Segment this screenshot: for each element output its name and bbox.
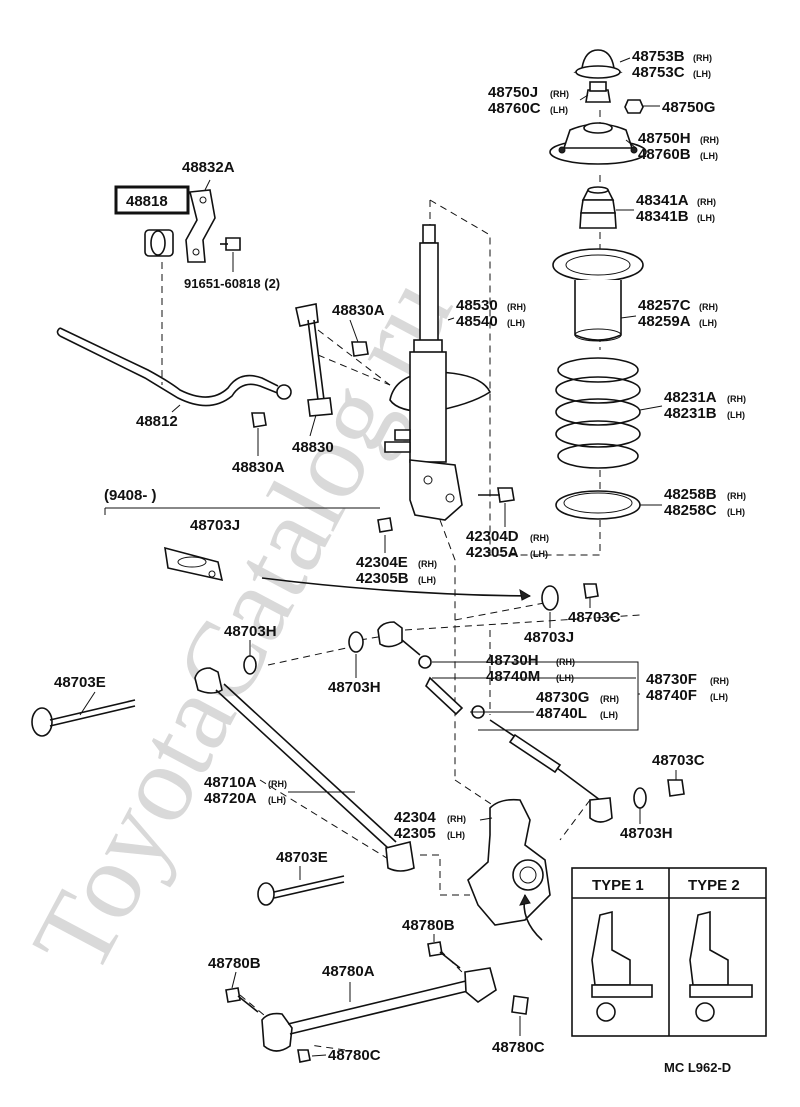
stabilizer-bar xyxy=(56,189,369,428)
suffix-48760b: (LH) xyxy=(700,151,718,161)
label-48703j-top[interactable]: 48703J xyxy=(190,517,240,534)
label-48830a-bottom[interactable]: 48830A xyxy=(232,459,285,476)
adjusting-plate xyxy=(104,507,532,601)
part-labels: 48753B (RH) 48753C (LH) 48750J (RH) 4876… xyxy=(54,48,746,1075)
label-48812[interactable]: 48812 xyxy=(136,413,178,430)
label-42305[interactable]: 42305 xyxy=(394,825,436,842)
label-48703h-mid[interactable]: 48703H xyxy=(328,679,381,696)
label-42305b[interactable]: 42305B xyxy=(356,570,409,587)
suffix-42304e: (RH) xyxy=(418,559,437,569)
suffix-48730g: (RH) xyxy=(600,694,619,704)
suffix-48341a: (RH) xyxy=(697,197,716,207)
washers xyxy=(243,583,685,809)
label-48259a[interactable]: 48259A xyxy=(638,313,691,330)
label-48750h[interactable]: 48750H xyxy=(638,130,691,147)
label-48780c-right[interactable]: 48780C xyxy=(492,1039,545,1056)
suffix-42304: (RH) xyxy=(447,814,466,824)
label-42304d[interactable]: 42304D xyxy=(466,528,519,545)
label-48341b[interactable]: 48341B xyxy=(636,208,689,225)
label-48703c-top[interactable]: 48703C xyxy=(568,609,621,626)
label-48832a[interactable]: 48832A xyxy=(182,159,235,176)
label-48257c[interactable]: 48257C xyxy=(638,297,691,314)
strut-bolts xyxy=(377,487,515,533)
label-48780b-left[interactable]: 48780B xyxy=(208,955,261,972)
label-48703e-top[interactable]: 48703E xyxy=(54,674,106,691)
label-48530[interactable]: 48530 xyxy=(456,297,498,314)
suffix-48753b: (RH) xyxy=(693,53,712,63)
label-48753c[interactable]: 48753C xyxy=(632,64,685,81)
label-42304[interactable]: 42304 xyxy=(394,809,436,826)
type2-label: TYPE 2 xyxy=(688,877,740,894)
trailing-arm xyxy=(225,941,529,1063)
label-48740m[interactable]: 48740M xyxy=(486,668,540,685)
label-48740f[interactable]: 48740F xyxy=(646,687,697,704)
suffix-48258c: (LH) xyxy=(727,507,745,517)
suffix-42305: (LH) xyxy=(447,830,465,840)
highlighted-part-label[interactable]: 48818 xyxy=(126,193,168,210)
type1-label: TYPE 1 xyxy=(592,877,644,894)
suffix-48740l: (LH) xyxy=(600,710,618,720)
label-48540[interactable]: 48540 xyxy=(456,313,498,330)
shock-absorber xyxy=(384,224,492,521)
label-48703e-bottom[interactable]: 48703E xyxy=(276,849,328,866)
type-inset: TYPE 1 TYPE 2 xyxy=(571,867,767,1037)
suffix-48750h: (RH) xyxy=(700,135,719,145)
label-48830a-top[interactable]: 48830A xyxy=(332,302,385,319)
label-48258c[interactable]: 48258C xyxy=(664,502,717,519)
suffix-42304d: (RH) xyxy=(530,533,549,543)
label-48703h-right[interactable]: 48703H xyxy=(620,825,673,842)
label-48231b[interactable]: 48231B xyxy=(664,405,717,422)
suffix-48530: (RH) xyxy=(507,302,526,312)
suffix-48710a: (RH) xyxy=(268,779,287,789)
label-48760c[interactable]: 48760C xyxy=(488,100,541,117)
suffix-48231b: (LH) xyxy=(727,410,745,420)
label-48750j[interactable]: 48750J xyxy=(488,84,538,101)
suffix-48341b: (LH) xyxy=(697,213,715,223)
suffix-48750j: (RH) xyxy=(550,89,569,99)
label-48780a[interactable]: 48780A xyxy=(322,963,375,980)
label-48720a[interactable]: 48720A xyxy=(204,790,257,807)
label-48780c-bottom[interactable]: 48780C xyxy=(328,1047,381,1064)
label-48258b[interactable]: 48258B xyxy=(664,486,717,503)
label-48753b[interactable]: 48753B xyxy=(632,48,685,65)
steering-knuckle xyxy=(467,798,551,941)
label-leaders xyxy=(79,57,677,1057)
label-42304e[interactable]: 42304E xyxy=(356,554,408,571)
label-48760b[interactable]: 48760B xyxy=(638,146,691,163)
label-48703c-mid[interactable]: 48703C xyxy=(652,752,705,769)
coil-spring xyxy=(555,357,641,469)
label-48730f[interactable]: 48730F xyxy=(646,671,697,688)
upper-support-stack xyxy=(549,49,647,520)
label-48703h-left[interactable]: 48703H xyxy=(224,623,277,640)
highlight-box xyxy=(114,185,190,215)
label-48780b-mid[interactable]: 48780B xyxy=(402,917,455,934)
suffix-48740f: (LH) xyxy=(710,692,728,702)
label-91651[interactable]: 91651-60818 (2) xyxy=(184,276,280,291)
suffix-48720a: (LH) xyxy=(268,795,286,805)
label-48750g[interactable]: 48750G xyxy=(662,99,715,116)
label-48730h[interactable]: 48730H xyxy=(486,652,539,669)
label-48341a[interactable]: 48341A xyxy=(636,192,689,209)
suffix-48760c: (LH) xyxy=(550,105,568,115)
label-48231a[interactable]: 48231A xyxy=(664,389,717,406)
label-48703j-bottom[interactable]: 48703J xyxy=(524,629,574,646)
label-48740l[interactable]: 48740L xyxy=(536,705,587,722)
reference-code: MC L962-D xyxy=(664,1060,731,1075)
suffix-48231a: (RH) xyxy=(727,394,746,404)
suffix-48730f: (RH) xyxy=(710,676,729,686)
label-48830[interactable]: 48830 xyxy=(292,439,334,456)
suffix-48259a: (LH) xyxy=(699,318,717,328)
suffix-48540: (LH) xyxy=(507,318,525,328)
suffix-42305b: (LH) xyxy=(418,575,436,585)
suffix-48753c: (LH) xyxy=(693,69,711,79)
suffix-48257c: (RH) xyxy=(699,302,718,312)
label-42305a[interactable]: 42305A xyxy=(466,544,519,561)
label-48710a[interactable]: 48710A xyxy=(204,774,257,791)
suffix-48258b: (RH) xyxy=(727,491,746,501)
date-range-label: (9408- ) xyxy=(104,487,157,504)
label-48730g[interactable]: 48730G xyxy=(536,689,589,706)
suffix-42305a: (LH) xyxy=(530,549,548,559)
